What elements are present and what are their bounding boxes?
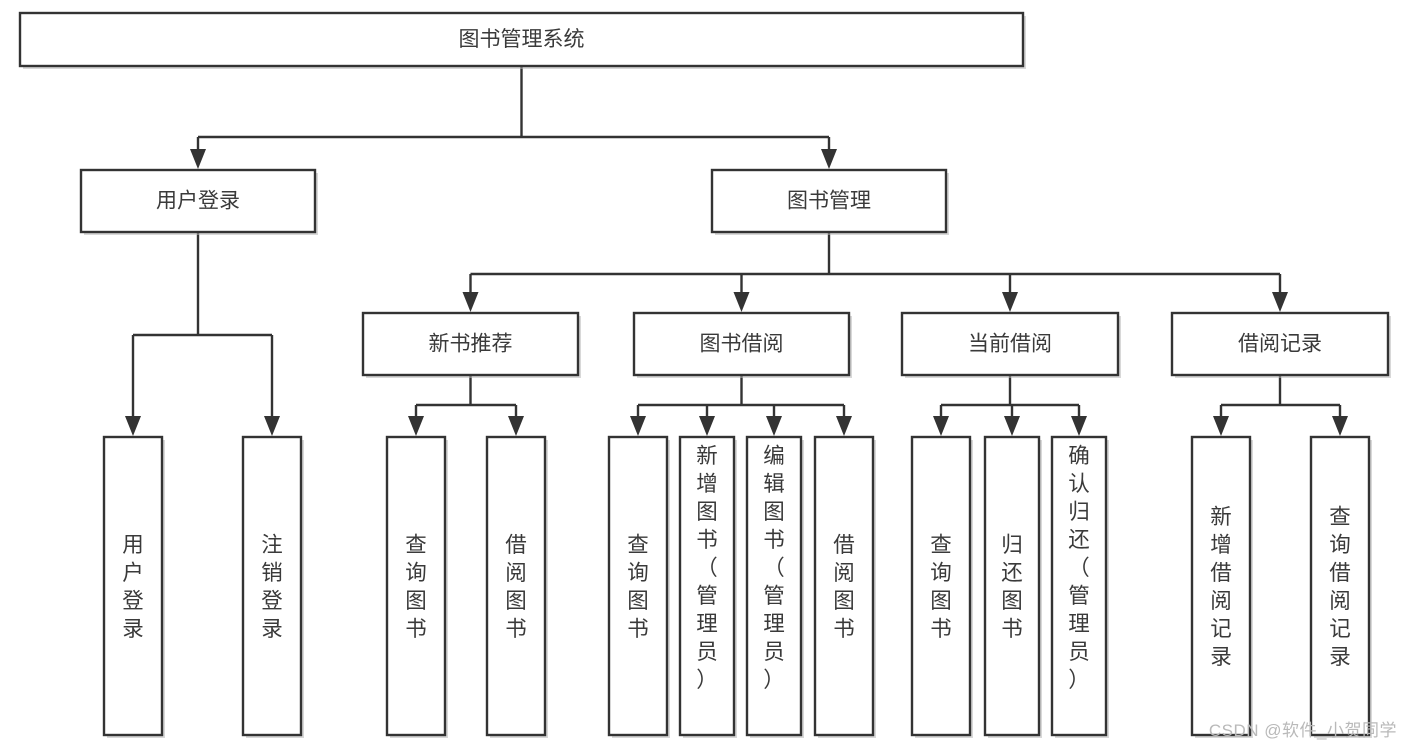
node-leaf-borrow-book-1[interactable]: 借阅图书 (485, 435, 548, 738)
node-new-book-rec[interactable]: 新书推荐 (361, 311, 581, 378)
arrow-head-icon (190, 149, 206, 169)
node-label: 用户登录 (156, 190, 240, 213)
node-leaf-borrow-book-2[interactable]: 借阅图书 (813, 435, 876, 738)
arrow-head-icon (933, 416, 949, 436)
node-label: 借阅图书 (833, 533, 855, 641)
node-box[interactable] (485, 435, 547, 737)
node-label: 图书管理系统 (459, 28, 585, 51)
node-leaf-user-login[interactable]: 用户登录 (102, 435, 165, 738)
node-box[interactable] (1190, 435, 1252, 737)
node-label: 新增借阅记录 (1210, 505, 1232, 669)
node-box[interactable] (241, 435, 303, 737)
arrow-head-icon (1332, 416, 1348, 436)
node-leaf-logout[interactable]: 注销登录 (241, 435, 304, 738)
node-leaf-return-book[interactable]: 归还图书 (983, 435, 1042, 738)
arrow-head-icon (1213, 416, 1229, 436)
arrow-head-icon (821, 149, 837, 169)
node-leaf-confirm-return[interactable]: 确认归还（管理员） (1050, 435, 1109, 738)
node-label: 查询图书 (627, 533, 649, 641)
arrow-head-icon (1071, 416, 1087, 436)
node-label: 确认归还（管理员） (1068, 444, 1090, 692)
node-label: 图书借阅 (700, 333, 784, 356)
node-box[interactable] (1050, 435, 1108, 737)
node-leaf-query-book-1[interactable]: 查询图书 (385, 435, 448, 738)
arrow-head-icon (733, 292, 750, 312)
node-box[interactable] (745, 435, 803, 737)
arrow-head-icon (408, 416, 424, 436)
arrow-head-icon (630, 416, 646, 436)
arrow-head-icon (1002, 292, 1018, 312)
node-leaf-add-record[interactable]: 新增借阅记录 (1190, 435, 1253, 738)
arrow-head-icon (1272, 292, 1288, 312)
node-label: 注销登录 (261, 533, 283, 641)
node-box[interactable] (632, 311, 851, 377)
node-label: 查询图书 (930, 533, 952, 641)
watermark-text: CSDN @软件_小贺同学 (1208, 721, 1397, 740)
node-box[interactable] (385, 435, 447, 737)
node-leaf-query-book-2[interactable]: 查询图书 (607, 435, 670, 738)
node-box[interactable] (910, 435, 972, 737)
node-box[interactable] (361, 311, 580, 377)
node-borrow-record[interactable]: 借阅记录 (1170, 311, 1391, 378)
node-label: 新书推荐 (429, 333, 513, 356)
node-book-manage[interactable]: 图书管理 (710, 168, 949, 235)
node-root[interactable]: 图书管理系统 (18, 11, 1026, 69)
node-box[interactable] (1170, 311, 1390, 377)
arrow-head-icon (699, 416, 715, 436)
node-label: 借阅记录 (1238, 333, 1322, 356)
node-box[interactable] (678, 435, 736, 737)
node-label: 查询借阅记录 (1329, 505, 1351, 669)
arrow-head-icon (125, 416, 141, 436)
node-label: 查询图书 (405, 533, 427, 641)
node-label: 当前借阅 (968, 333, 1052, 356)
arrow-head-icon (264, 416, 280, 436)
node-label: 图书管理 (787, 190, 871, 213)
nodes-layer: 图书管理系统用户登录图书管理新书推荐图书借阅当前借阅借阅记录用户登录注销登录查询… (18, 11, 1391, 738)
node-book-borrow[interactable]: 图书借阅 (632, 311, 852, 378)
node-box[interactable] (79, 168, 317, 234)
arrow-head-icon (836, 416, 852, 436)
node-leaf-query-book-3[interactable]: 查询图书 (910, 435, 973, 738)
node-label: 编辑图书（管理员） (763, 444, 785, 692)
node-box[interactable] (18, 11, 1025, 68)
node-leaf-query-record[interactable]: 查询借阅记录 (1309, 435, 1372, 738)
arrow-head-icon (1004, 416, 1020, 436)
node-leaf-add-book[interactable]: 新增图书（管理员） (678, 435, 737, 738)
node-box[interactable] (102, 435, 164, 737)
node-box[interactable] (710, 168, 948, 234)
arrow-head-icon (766, 416, 782, 436)
node-label: 归还图书 (1001, 533, 1023, 641)
node-label: 用户登录 (122, 533, 144, 641)
node-current-borrow[interactable]: 当前借阅 (900, 311, 1121, 378)
node-label: 新增图书（管理员） (696, 444, 718, 692)
arrow-head-icon (508, 416, 524, 436)
node-box[interactable] (900, 311, 1120, 377)
arrow-head-icon (462, 292, 479, 312)
node-box[interactable] (983, 435, 1041, 737)
node-user-login[interactable]: 用户登录 (79, 168, 318, 235)
connectors-layer (125, 66, 1348, 436)
node-label: 借阅图书 (505, 533, 527, 641)
node-box[interactable] (1309, 435, 1371, 737)
node-box[interactable] (607, 435, 669, 737)
node-box[interactable] (813, 435, 875, 737)
node-leaf-edit-book[interactable]: 编辑图书（管理员） (745, 435, 804, 738)
